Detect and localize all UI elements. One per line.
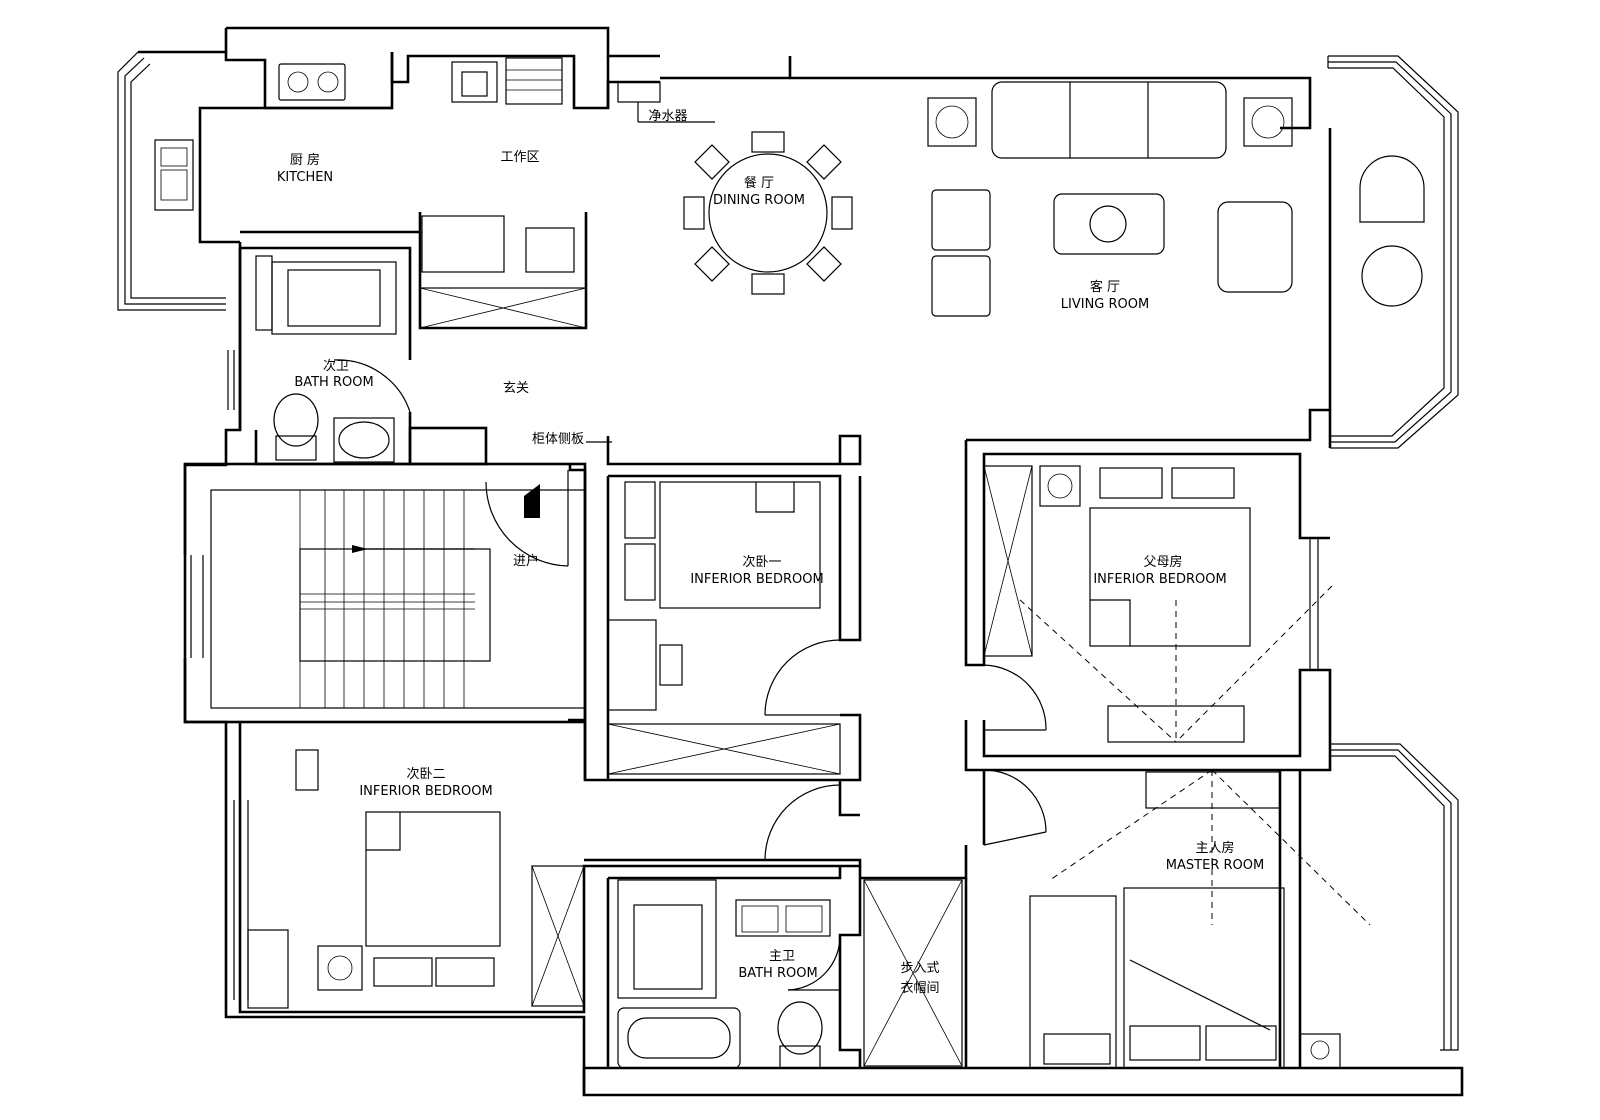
work-area-label: 工作区 <box>500 150 539 165</box>
kitchen-fixtures <box>154 57 661 329</box>
bedroom2-label-en: INFERIOR BEDROOM <box>359 784 492 799</box>
dining-label-en: DINING ROOM <box>713 193 805 208</box>
parents-label-en: INFERIOR BEDROOM <box>1093 572 1226 587</box>
cabinet-side-label: 柜体侧板 <box>532 432 584 447</box>
entrance-arrow-icon <box>524 484 540 518</box>
dining-label-cn: 餐 厅 <box>744 175 774 191</box>
living-label-cn: 客 厅 <box>1090 279 1120 295</box>
master-label-en: MASTER ROOM <box>1166 858 1264 873</box>
bedroom1-label-en: INFERIOR BEDROOM <box>690 572 823 587</box>
room-labels: 厨 房 KITCHEN 工作区 净水器 餐 厅 DINING ROOM 客 厅 … <box>277 109 1264 996</box>
bedroom1-furniture <box>607 481 841 775</box>
parents-label-cn: 父母房 <box>1143 554 1182 570</box>
living-label-en: LIVING ROOM <box>1061 297 1149 312</box>
master-bath-label-en: BATH ROOM <box>738 966 817 981</box>
kitchen-label-cn: 厨 房 <box>290 152 320 168</box>
entrance-label: 进户 <box>513 553 539 569</box>
windows <box>184 350 1319 1000</box>
water-purifier-label: 净水器 <box>648 109 687 124</box>
walk-in-label-1: 步入式 <box>900 961 939 976</box>
master-furniture <box>863 769 1371 1069</box>
bedroom1-label-cn: 次卧一 <box>742 554 781 570</box>
master-label-cn: 主人房 <box>1195 840 1234 856</box>
exterior-walls <box>117 26 1464 1097</box>
dining-table <box>683 131 853 295</box>
bath-fixtures <box>255 255 831 1069</box>
foyer-label: 玄关 <box>503 381 529 396</box>
bedroom2-furniture <box>247 749 585 1009</box>
living-furniture <box>927 81 1425 317</box>
secondary-bath-label-en: BATH ROOM <box>294 375 373 390</box>
secondary-bath-label-cn: 次卫 <box>323 358 349 374</box>
door-swings <box>333 359 1047 991</box>
kitchen-label-en: KITCHEN <box>277 170 333 185</box>
interior-walls <box>183 52 1332 1068</box>
staircase <box>299 490 491 708</box>
master-bath-label-cn: 主卫 <box>769 949 795 964</box>
bedroom2-label-cn: 次卧二 <box>406 766 445 782</box>
walk-in-label-2: 衣帽间 <box>900 980 939 996</box>
parents-room-furniture <box>983 465 1333 743</box>
